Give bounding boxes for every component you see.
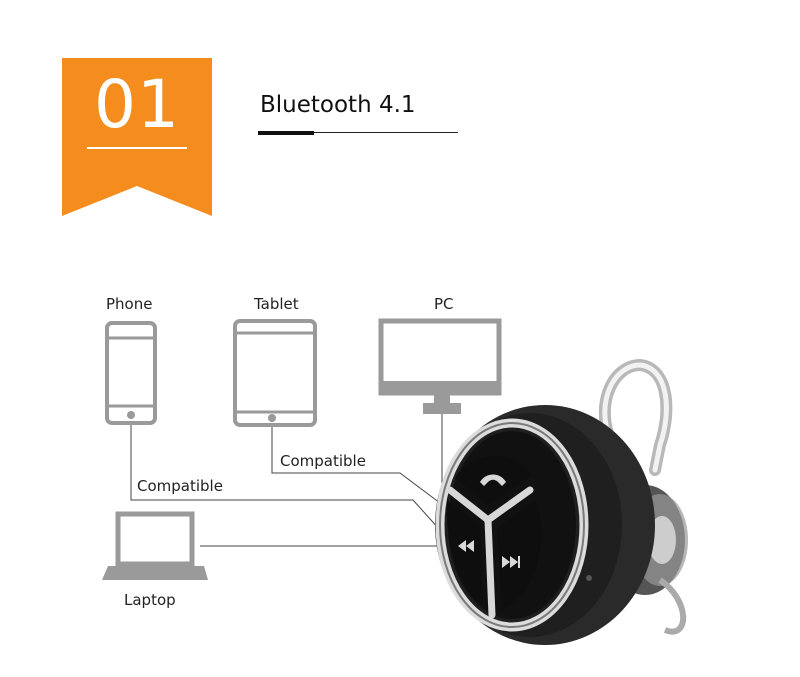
laptop-label: Laptop: [124, 591, 176, 609]
previous-button[interactable]: [446, 500, 483, 605]
step-number-underline: [87, 147, 187, 149]
phone-connector: [130, 424, 441, 531]
tablet-icon: [233, 319, 317, 427]
phone-compatible-label: Compatible: [137, 477, 223, 495]
monitor-icon: [378, 318, 502, 414]
phone-handset-icon: [480, 474, 506, 486]
pc-label: PC: [434, 295, 454, 313]
tablet-compatible-label: Compatible: [280, 452, 366, 470]
rewind-icon: [458, 540, 474, 552]
next-button[interactable]: [497, 500, 542, 610]
tablet-label: Tablet: [254, 295, 299, 313]
step-badge: [62, 58, 212, 216]
tablet-connector: [271, 426, 441, 504]
laptop-icon: [102, 511, 208, 580]
section-title: Bluetooth 4.1: [260, 92, 416, 118]
fast-forward-icon: [502, 556, 520, 568]
phone-label: Phone: [106, 295, 153, 313]
title-rule-accent: [258, 131, 314, 135]
step-number: 01: [94, 66, 180, 143]
title-rule: [258, 132, 458, 133]
phone-icon: [105, 321, 157, 425]
call-button[interactable]: [455, 455, 532, 505]
ear-hook: [598, 358, 673, 476]
